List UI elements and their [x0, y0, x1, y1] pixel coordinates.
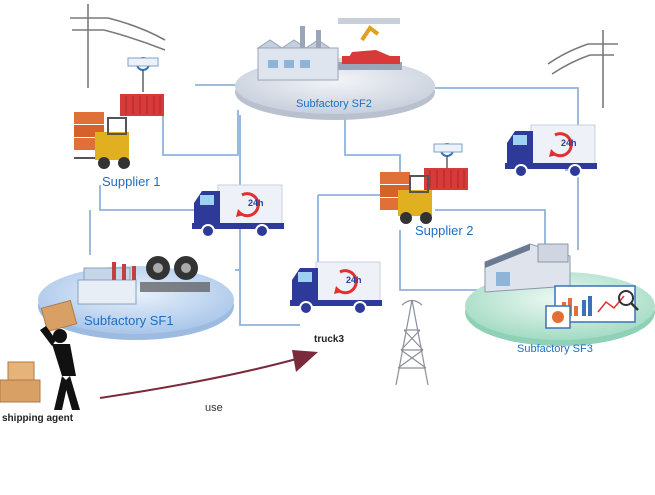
- supplier-2-label: Supplier 2: [415, 223, 474, 238]
- truck-icon: [190, 183, 286, 239]
- forklift-icon: [74, 112, 130, 169]
- container-icon: [423, 143, 469, 191]
- porter-icon: [40, 299, 80, 410]
- truck-badge: 24h: [248, 198, 264, 208]
- forklift-icon: [380, 172, 432, 224]
- subfactory-sf3-label: Subfactory SF3: [517, 343, 593, 355]
- subfactory-sf2-label: Subfactory SF2: [296, 98, 372, 110]
- factory-icon: [77, 262, 137, 305]
- dashboard-icon: [545, 285, 639, 329]
- truck-icon: [288, 260, 384, 316]
- car-icon: [338, 18, 402, 70]
- container-icon: [119, 57, 165, 117]
- power-pole-icon: [547, 30, 618, 108]
- shipping-agent-label: shipping agent: [2, 413, 74, 424]
- truck-badge: 24h: [561, 138, 577, 148]
- factory-icon: [256, 26, 339, 81]
- supplier-1-label: Supplier 1: [102, 174, 161, 189]
- use-label: use: [205, 402, 223, 414]
- truck3-label: truck3: [314, 334, 345, 345]
- truck-badge: 24h: [346, 275, 362, 285]
- power-pole-icon: [70, 4, 166, 88]
- truck-icon: [503, 123, 599, 179]
- subfactory-sf1-label: Subfactory SF1: [84, 313, 174, 328]
- use-arrow: [99, 350, 318, 399]
- radio-tower-icon: [395, 299, 429, 386]
- tires-icon: [140, 256, 210, 292]
- warehouse-icon: [484, 243, 571, 293]
- box-icon: [0, 361, 41, 403]
